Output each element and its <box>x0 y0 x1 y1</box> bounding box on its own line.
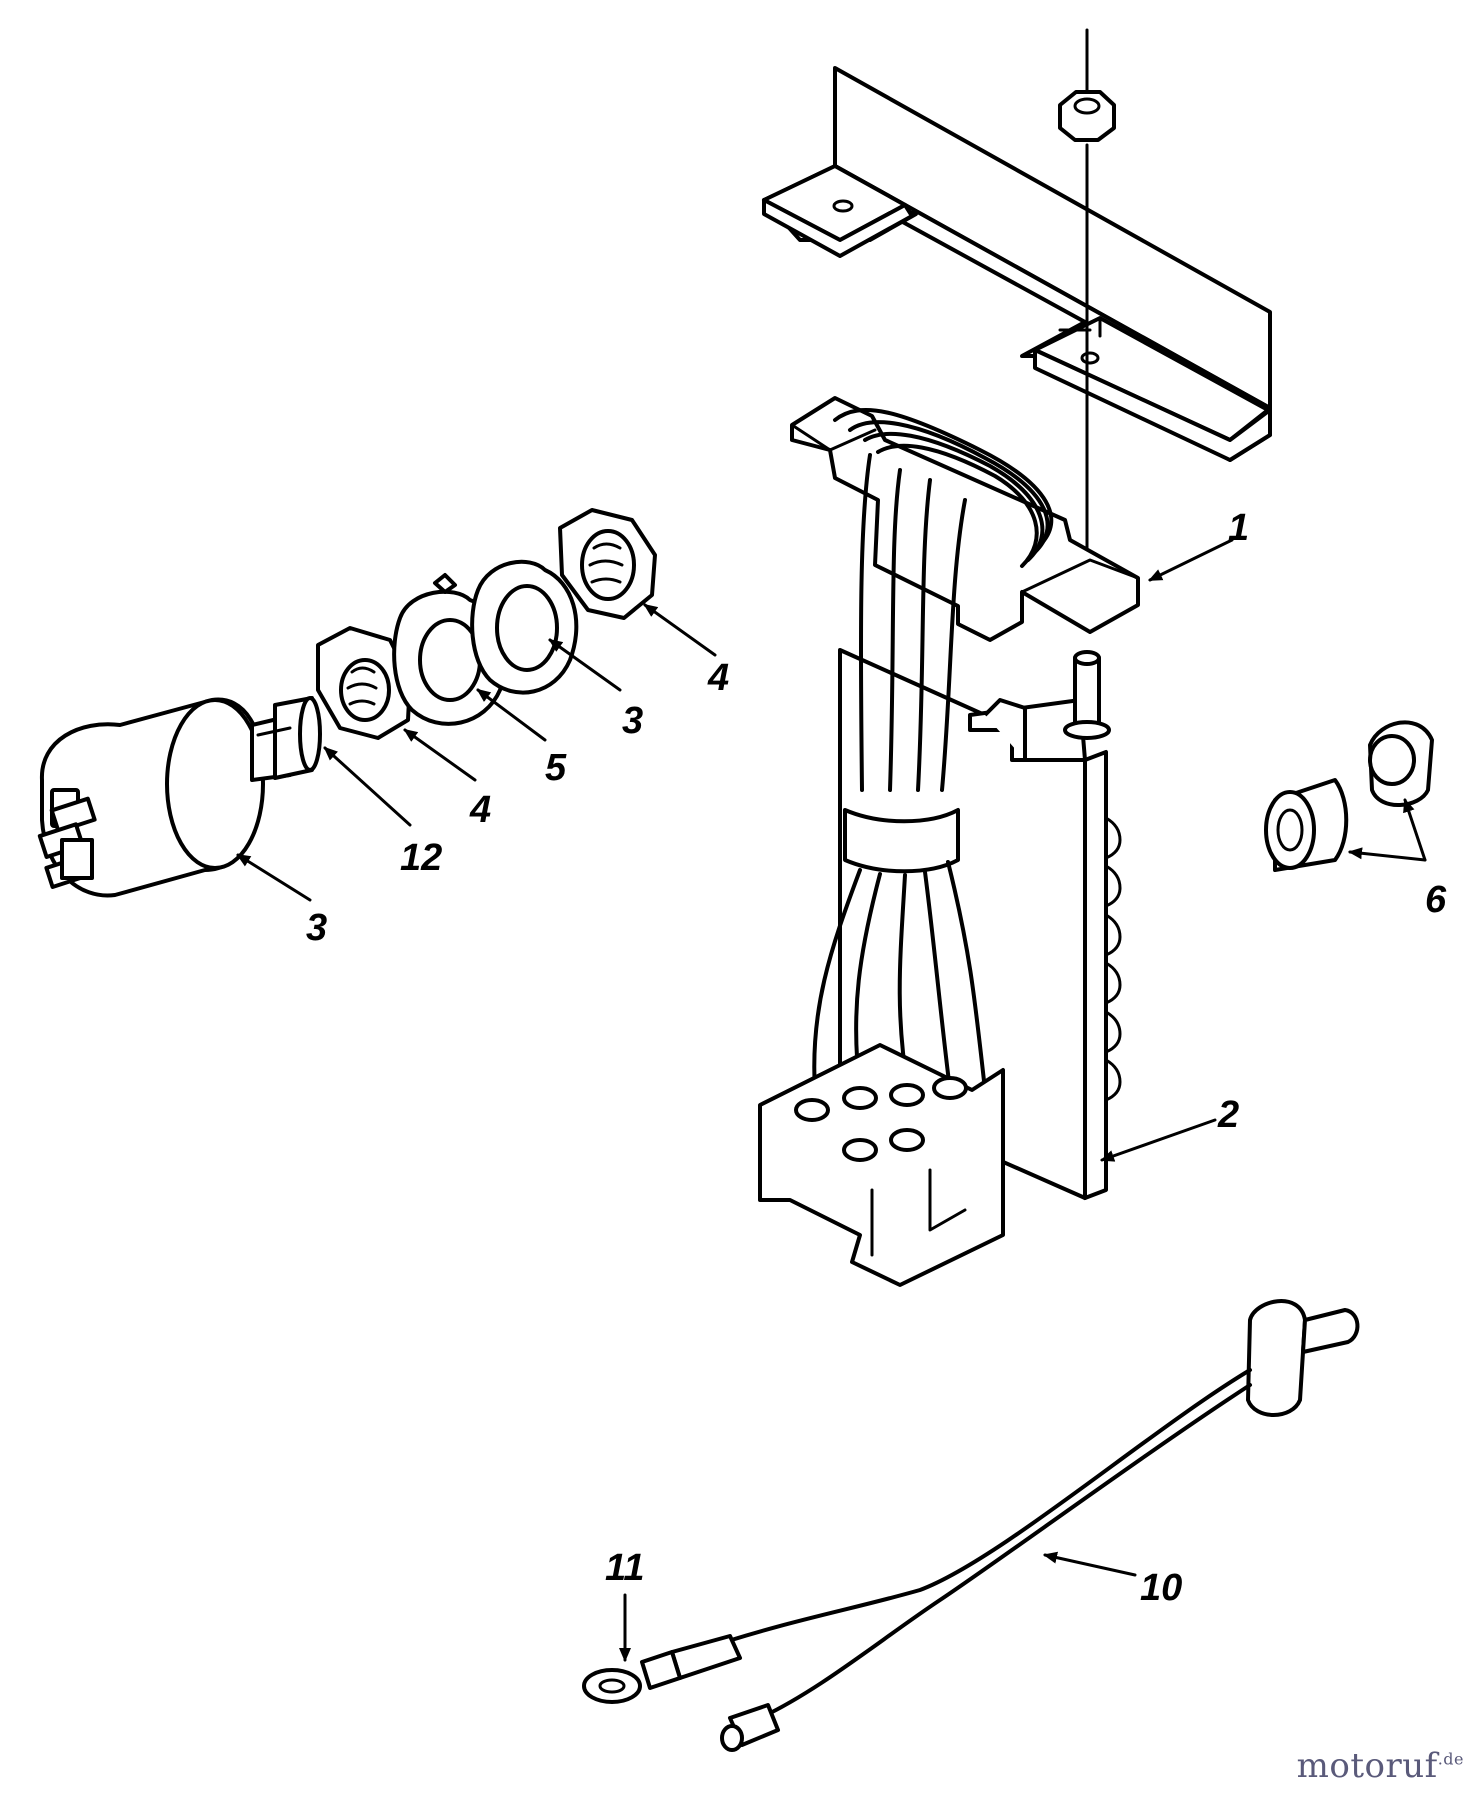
callout-3-switch: 3 <box>306 907 327 949</box>
wire-harness <box>758 396 1140 1287</box>
mounting-bracket <box>762 66 1272 462</box>
watermark-suffix: .de <box>1437 1749 1464 1769</box>
callout-12: 12 <box>400 837 442 879</box>
callout-labels: 1 2 3 3 4 4 5 6 10 11 12 <box>306 507 1447 1609</box>
lamp-wire-assembly <box>582 1299 1360 1752</box>
callout-arrows <box>236 538 1427 1662</box>
callout-4-lower: 4 <box>469 789 491 831</box>
callout-10: 10 <box>1140 1567 1182 1609</box>
callout-6: 6 <box>1425 879 1447 921</box>
flat-washer <box>470 559 579 695</box>
callout-4-upper: 4 <box>707 657 729 699</box>
hex-nut-right <box>558 508 657 620</box>
callout-5: 5 <box>545 747 567 789</box>
callout-2: 2 <box>1217 1094 1239 1136</box>
hex-nut-top <box>1058 28 1116 562</box>
callout-3-washer: 3 <box>622 700 643 742</box>
watermark-logo: motoruf.de <box>1297 1746 1464 1786</box>
callout-1: 1 <box>1228 507 1249 549</box>
watermark-text: motoruf <box>1296 1746 1438 1786</box>
mounting-screw <box>1063 650 1111 740</box>
ignition-switch <box>37 696 322 898</box>
hex-nut-left <box>316 626 412 740</box>
indicator-lens-6 <box>1264 720 1434 872</box>
callout-11: 11 <box>605 1547 644 1589</box>
